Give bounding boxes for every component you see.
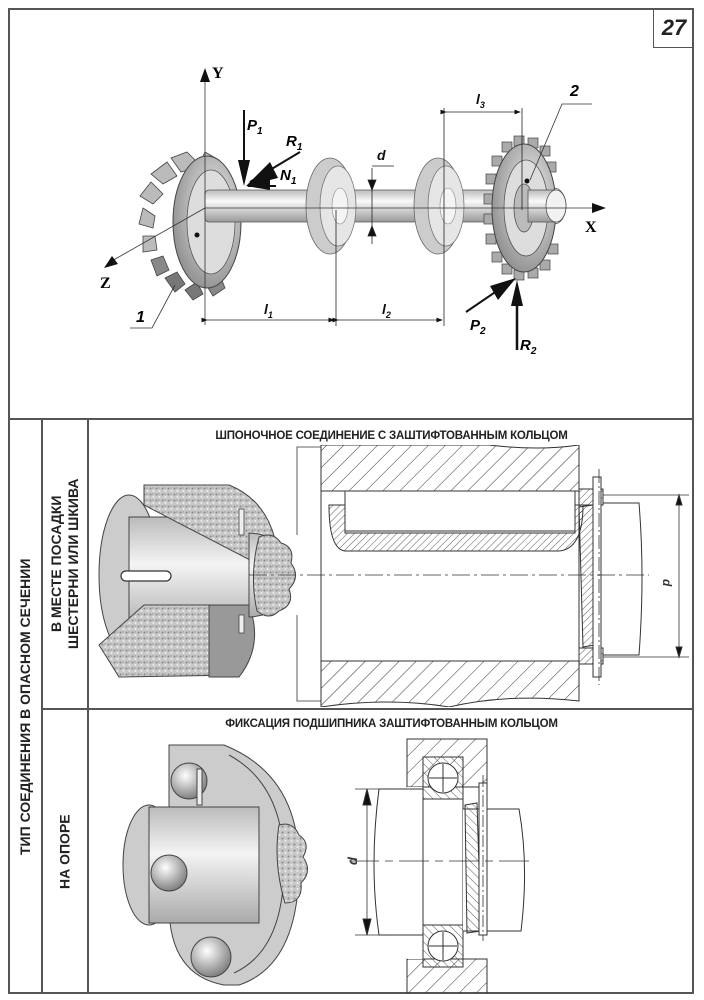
key-joint-section [249, 445, 689, 707]
caption-key-joint: ШПОНОЧНОЕ СОЕДИНЕНИЕ С ЗАШТИФТОВАННЫМ КО… [215, 430, 568, 442]
axis-z-label: Z [100, 275, 111, 292]
column-divider-2 [87, 418, 89, 994]
part-label-1: 1 [130, 284, 176, 329]
force-r2: R2 [511, 280, 537, 357]
axis-y-label: Y [212, 65, 224, 82]
sheet-frame [8, 8, 694, 994]
svg-text:l2: l2 [382, 301, 391, 320]
svg-text:N1: N1 [280, 167, 297, 187]
axis-x-label: X [585, 219, 597, 236]
svg-text:R2: R2 [520, 337, 537, 357]
row-label-line2: ШЕСТЕРНИ ИЛИ ШКИВА [65, 478, 81, 650]
dimension-d-label: d [660, 579, 674, 587]
sheet-number-badge: 27 [653, 8, 694, 48]
caption-bearing-fix: ФИКСАЦИЯ ПОДШИПНИКА ЗАШТИФТОВАННЫМ КОЛЬЦ… [225, 718, 558, 730]
bearing-fix-diagram: d [122, 738, 529, 993]
axis-z: Z [100, 207, 206, 292]
force-n1: N1 [246, 167, 297, 190]
svg-text:1: 1 [136, 309, 145, 326]
force-p2: P2 [465, 278, 516, 337]
force-p1: P1 [238, 110, 263, 186]
svg-text:P1: P1 [247, 117, 263, 137]
bevel-gear-1 [138, 151, 242, 301]
dimension-l1: l1 [201, 210, 337, 326]
dimension-d-label-bearing: d [345, 856, 360, 865]
bearing-section [349, 738, 529, 993]
bearing-2 [413, 157, 465, 255]
axis-x: X [205, 203, 606, 236]
row-divider [41, 708, 694, 710]
shaft-diagram: Y X Z P1 R1 N1 P2 R2 l1 [100, 65, 606, 357]
axis-y: Y [200, 65, 224, 325]
svg-text:P2: P2 [470, 317, 486, 337]
row-header: ТИП СОЕДИНЕНИЯ В ОПАСНОМ СЕЧЕНИИ [17, 558, 33, 856]
svg-text:l3: l3 [476, 91, 485, 110]
row-label-line1: В МЕСТЕ ПОСАДКИ [48, 495, 64, 633]
svg-text:l1: l1 [264, 301, 273, 320]
dimension-l3: l3 [440, 91, 523, 210]
svg-text:2: 2 [569, 83, 579, 100]
svg-text:R1: R1 [286, 133, 303, 153]
dimension-l2: l2 [332, 108, 445, 326]
key-joint-diagram: d [98, 445, 689, 707]
bearing-1 [305, 157, 357, 255]
part-label-2: 2 [529, 83, 592, 181]
row-label-gear-seat: В МЕСТЕ ПОСАДКИ ШЕСТЕРНИ ИЛИ ШКИВА [43, 420, 87, 708]
key-joint-illustration [98, 446, 321, 702]
svg-text:d: d [377, 147, 386, 163]
section-divider [8, 418, 694, 420]
bearing-illustration [122, 744, 308, 986]
dimension-d: d [367, 147, 394, 244]
row-label-support: НА ОПОРЕ [56, 814, 73, 890]
column-divider-1 [41, 418, 43, 994]
